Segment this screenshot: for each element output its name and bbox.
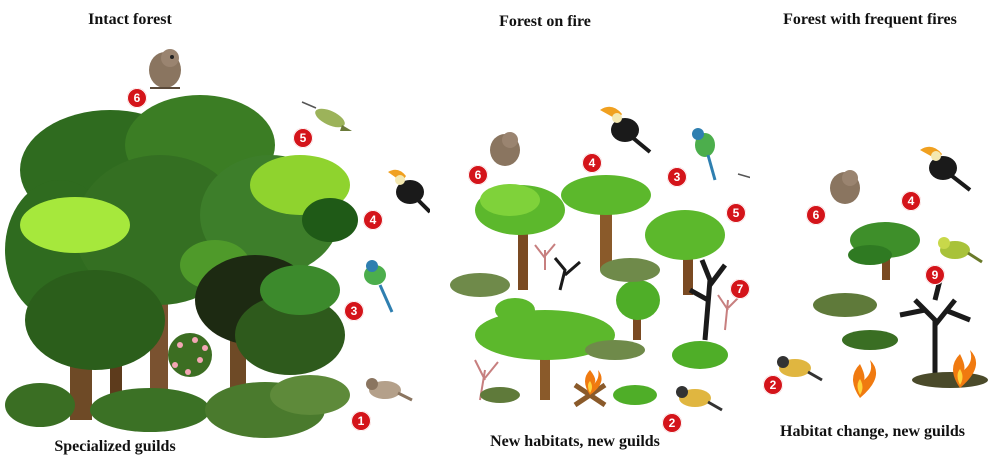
guild-badge: 4 — [582, 153, 602, 173]
guild-badge: 5 — [293, 128, 313, 148]
forest-on-fire-illustration — [440, 0, 750, 456]
hummingbird-icon — [302, 102, 352, 131]
panel-frequent-fires: Forest with frequent fires — [750, 0, 993, 456]
owl-icon — [490, 132, 520, 166]
guild-badge: 1 — [351, 411, 371, 431]
guild-badge: 3 — [344, 301, 364, 321]
tanager-icon — [938, 237, 982, 262]
panel-caption: New habitats, new guilds — [450, 432, 700, 451]
guild-badge: 4 — [363, 210, 383, 230]
panel-forest-on-fire: Forest on fire — [440, 0, 750, 456]
flycatcher-icon — [777, 356, 822, 380]
guild-badge: 9 — [925, 265, 945, 285]
motmot-icon — [692, 128, 715, 180]
toucan-icon — [600, 107, 650, 152]
hummingbird-icon — [738, 174, 750, 199]
guild-badge: 2 — [763, 375, 783, 395]
motmot-icon — [364, 260, 392, 312]
frequent-fires-illustration — [750, 0, 993, 456]
owl-icon — [830, 170, 860, 204]
flycatcher-icon — [676, 386, 722, 410]
thrush-icon — [366, 378, 412, 400]
guild-badge: 7 — [730, 279, 750, 299]
intact-forest-illustration — [0, 0, 430, 456]
guild-badge: 6 — [127, 88, 147, 108]
guild-badge: 6 — [806, 205, 826, 225]
dark-conifer — [195, 255, 345, 375]
guild-badge: 3 — [667, 167, 687, 187]
guild-badge: 2 — [662, 413, 682, 433]
panel-caption: Specialized guilds — [20, 437, 210, 456]
guild-badge: 6 — [468, 165, 488, 185]
flame-icon — [853, 360, 876, 398]
guild-badge: 4 — [901, 191, 921, 211]
panel-intact-forest: Intact forest — [0, 0, 430, 456]
guild-badge: 5 — [726, 203, 746, 223]
toucan-icon — [388, 170, 430, 212]
campfire-icon — [575, 370, 605, 405]
panel-caption: Habitat change, new guilds — [755, 422, 990, 441]
flowering-shrub — [168, 333, 212, 377]
owl-icon — [149, 49, 181, 88]
toucan-icon — [920, 147, 970, 190]
